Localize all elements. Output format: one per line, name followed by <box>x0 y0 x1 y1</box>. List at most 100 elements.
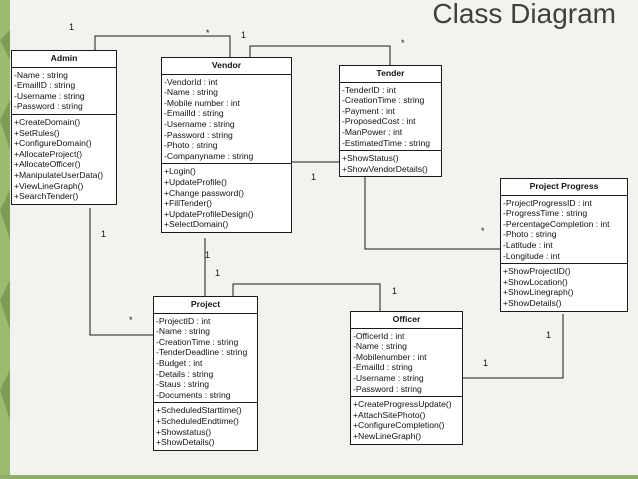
multiplicity-label: 1 <box>205 250 211 260</box>
class-project-progress-name: Project Progress <box>501 179 627 196</box>
project-officer-association <box>232 283 381 311</box>
attribute: -CreationTime : string <box>156 336 239 347</box>
multiplicity-label: 1 <box>241 30 247 40</box>
class-project[interactable]: Project -ProjectID : int -Name : string … <box>153 296 258 451</box>
operation: +ConfigureDomain() <box>14 138 92 149</box>
class-vendor-operations: +Login() +UpdateProfile() +Change passwo… <box>162 164 291 232</box>
operation: +FillTender() <box>164 198 212 209</box>
attribute: -Username : string <box>164 118 235 129</box>
attribute: -Latitude : int <box>503 239 553 250</box>
class-vendor-name: Vendor <box>162 58 291 75</box>
multiplicity-label: 1 <box>392 286 398 296</box>
operation: +ShowDetails() <box>503 297 562 308</box>
multiplicity-label: * <box>401 38 405 48</box>
attribute: -Payment : int <box>342 105 396 116</box>
class-tender-operations: +ShowStatus() +ShowVendorDetails() <box>340 151 441 176</box>
attribute: -OfficerId : int <box>353 330 405 341</box>
vendor-progress-association <box>292 161 500 250</box>
multiplicity-label: 1 <box>311 172 317 182</box>
class-admin-attributes: -Name : string -EmailID : string -Userna… <box>12 68 116 115</box>
operation: +SetRules() <box>14 127 60 138</box>
operation: +ShowProjectID() <box>503 266 571 277</box>
class-admin-name: Admin <box>12 51 116 68</box>
class-admin[interactable]: Admin -Name : string -EmailID : string -… <box>11 50 117 205</box>
admin-project-association <box>89 208 153 336</box>
operation: +ScheduledStarttime() <box>156 405 242 416</box>
attribute: -CreationTime : string <box>342 95 425 106</box>
multiplicity-label: 1 <box>69 22 75 32</box>
multiplicity-label: 1 <box>546 330 552 340</box>
class-officer[interactable]: Officer -OfficerId : int -Name : string … <box>350 311 463 445</box>
class-project-operations: +ScheduledStarttime() +ScheduledEndtime(… <box>154 403 257 449</box>
attribute: -TenderID : int <box>342 84 396 95</box>
operation: +ViewLineGraph() <box>14 180 84 191</box>
attribute: -Longitude : int <box>503 250 560 261</box>
vendor-tender-association <box>249 45 391 65</box>
attribute: -Budget : int <box>156 357 203 368</box>
multiplicity-label: * <box>129 315 133 325</box>
class-vendor-attributes: -VendorId : int -Name : string -Mobile n… <box>162 75 291 165</box>
class-tender[interactable]: Tender -TenderID : int -CreationTime : s… <box>339 65 442 178</box>
attribute: -EmailId : string <box>164 108 224 119</box>
attribute: -ProposedCost : int <box>342 116 416 127</box>
operation: +UpdateProfile() <box>164 176 227 187</box>
operation: +SearchTender() <box>14 191 79 202</box>
class-admin-operations: +CreateDomain() +SetRules() +ConfigureDo… <box>12 115 116 204</box>
class-project-progress[interactable]: Project Progress -ProjectProgressID : in… <box>500 178 628 312</box>
operation: +AllocateProject() <box>14 148 83 159</box>
operation: +Change password() <box>164 187 245 198</box>
multiplicity-label: * <box>481 226 485 236</box>
operation: +ShowStatus() <box>342 153 399 164</box>
attribute: -Staus : string <box>156 379 210 390</box>
attribute: -PercentageCompletion : int <box>503 218 610 229</box>
attribute: -Details : string <box>156 368 214 379</box>
multiplicity-label: 1 <box>215 268 221 278</box>
attribute: -Password : string <box>353 383 422 394</box>
attribute: -Photo : string <box>164 140 218 151</box>
operation: +NewLineGraph() <box>353 430 422 441</box>
attribute: -Name : string <box>353 341 407 352</box>
slide-decoration <box>0 0 10 479</box>
operation: +AttachSitePhoto() <box>353 409 426 420</box>
operation: +ConfigureCompletion() <box>353 420 445 431</box>
attribute: -VendorId : int <box>164 76 218 87</box>
attribute: -ProgressTime : string <box>503 208 588 219</box>
attribute: -EmailID : string <box>14 80 76 91</box>
class-project-attributes: -ProjectID : int -Name : string -Creatio… <box>154 314 257 404</box>
operation: +UpdateProfileDesign() <box>164 208 254 219</box>
class-vendor[interactable]: Vendor -VendorId : int -Name : string -M… <box>161 57 292 233</box>
operation: +CreateDomain() <box>14 116 81 127</box>
operation: +Showstatus() <box>156 426 212 437</box>
operation: +AllocateOfficer() <box>14 159 81 170</box>
attribute: -Companyname : string <box>164 150 254 161</box>
attribute: -Password : string <box>14 101 83 112</box>
operation: +ShowLinegraph() <box>503 287 574 298</box>
page-title: Class Diagram <box>432 0 616 29</box>
operation: +ShowLocation() <box>503 276 568 287</box>
multiplicity-label: 1 <box>101 229 107 239</box>
multiplicity-label: 1 <box>483 358 489 368</box>
attribute: -Mobile number : int <box>164 97 240 108</box>
admin-vendor-association <box>94 35 231 57</box>
attribute: -ProjectID : int <box>156 315 211 326</box>
operation: +ShowDetails() <box>156 437 215 448</box>
class-officer-attributes: -OfficerId : int -Name : string -Mobilen… <box>351 329 462 398</box>
attribute: -Username : string <box>353 372 424 383</box>
attribute: -ManPower : int <box>342 126 403 137</box>
attribute: -Documents : string <box>156 389 231 400</box>
operation: +CreateProgressUpdate() <box>353 399 452 410</box>
attribute: -EstimatedTime : string <box>342 137 431 148</box>
attribute: -Name : string <box>164 87 218 98</box>
class-project-progress-operations: +ShowProjectID() +ShowLocation() +ShowLi… <box>501 264 627 310</box>
class-project-progress-attributes: -ProjectProgressID : int -ProgressTime :… <box>501 196 627 265</box>
operation: +ManipulateUserData() <box>14 169 104 180</box>
operation: +SelectDomain() <box>164 219 229 230</box>
attribute: -Password : string <box>164 129 233 140</box>
operation: +ScheduledEndtime() <box>156 415 239 426</box>
attribute: -Name : string <box>156 326 210 337</box>
operation: +Login() <box>164 166 196 177</box>
slide-bottom-bar <box>0 475 638 479</box>
attribute: -Mobilenumber : int <box>353 351 427 362</box>
attribute: -Name : string <box>14 69 68 80</box>
